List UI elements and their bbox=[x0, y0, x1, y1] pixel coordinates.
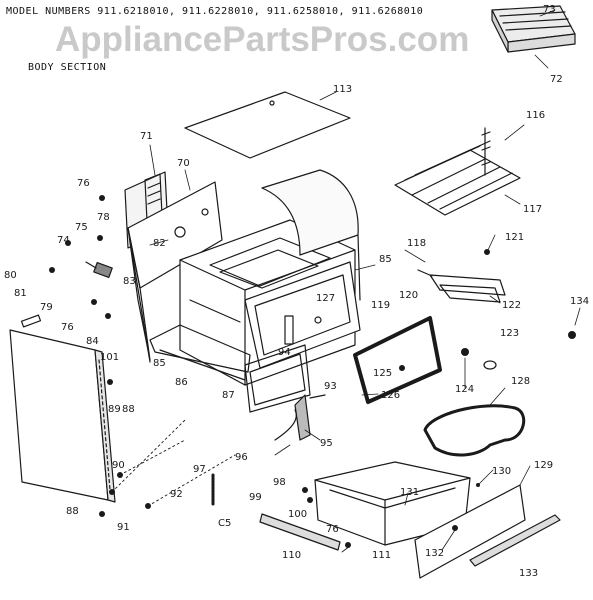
callout-88a: 88 bbox=[122, 404, 135, 415]
callout-116: 116 bbox=[526, 110, 545, 121]
part-130-storage-drawer bbox=[314, 461, 471, 546]
part-81-clip bbox=[20, 314, 42, 328]
part-129-drawer-front bbox=[414, 484, 526, 579]
callout-127: 127 bbox=[316, 293, 335, 304]
leader-lines bbox=[111, 419, 236, 507]
callout-78: 78 bbox=[97, 212, 110, 223]
part-110-drawer-slide bbox=[259, 513, 341, 551]
callout-85a: 85 bbox=[379, 254, 392, 265]
callout-117: 117 bbox=[523, 204, 542, 215]
callout-120: 120 bbox=[399, 290, 418, 301]
callout-76c: 76 bbox=[326, 524, 339, 535]
callout-111: 111 bbox=[372, 550, 391, 561]
callout-128: 128 bbox=[511, 376, 530, 387]
callout-82: 82 bbox=[153, 238, 166, 249]
part-133-drawer-slide bbox=[469, 514, 561, 567]
callout-89: 89 bbox=[108, 404, 121, 415]
part-83-latch bbox=[93, 261, 113, 279]
callout-85b: 85 bbox=[153, 358, 166, 369]
screws bbox=[49, 195, 576, 548]
callout-93: 93 bbox=[324, 381, 337, 392]
callout-110: 110 bbox=[282, 550, 301, 561]
callout-118: 118 bbox=[407, 238, 426, 249]
callout-100: 100 bbox=[288, 509, 307, 520]
part-113-top-panel bbox=[184, 91, 351, 159]
callout-76a: 76 bbox=[77, 178, 90, 189]
callout-C5: C5 bbox=[218, 518, 231, 529]
callout-74: 74 bbox=[57, 235, 70, 246]
callout-81: 81 bbox=[14, 288, 27, 299]
callout-71: 71 bbox=[140, 131, 153, 142]
callout-76b: 76 bbox=[61, 322, 74, 333]
callout-132: 132 bbox=[425, 548, 444, 559]
callout-121: 121 bbox=[505, 232, 524, 243]
callout-87: 87 bbox=[222, 390, 235, 401]
callout-80: 80 bbox=[4, 270, 17, 281]
callout-129: 129 bbox=[534, 460, 553, 471]
part-122-bake-element bbox=[417, 269, 506, 303]
callout-79: 79 bbox=[40, 302, 53, 313]
callout-88b: 88 bbox=[66, 506, 79, 517]
callout-96: 96 bbox=[235, 452, 248, 463]
part-120-door-gasket bbox=[353, 316, 442, 404]
part-128-broil-element bbox=[423, 404, 526, 457]
callout-97: 97 bbox=[193, 464, 206, 475]
watermark: AppliancePartsPros.com bbox=[55, 20, 470, 59]
callout-90: 90 bbox=[112, 460, 125, 471]
part-95-terminal-block bbox=[294, 394, 311, 441]
callout-70: 70 bbox=[177, 158, 190, 169]
callout-113: 113 bbox=[333, 84, 352, 95]
part-123-knob bbox=[483, 360, 497, 370]
callout-84: 84 bbox=[86, 336, 99, 347]
callout-75: 75 bbox=[75, 222, 88, 233]
callout-73: 73 bbox=[543, 4, 556, 15]
callout-91: 91 bbox=[117, 522, 130, 533]
callout-130: 130 bbox=[492, 466, 511, 477]
callout-99: 99 bbox=[249, 492, 262, 503]
callout-95: 95 bbox=[320, 438, 333, 449]
callout-labels: 113 73 72 116 117 71 70 76 78 82 75 74 8… bbox=[4, 4, 589, 579]
callout-83: 83 bbox=[123, 276, 136, 287]
callout-98: 98 bbox=[273, 477, 286, 488]
callout-leaders bbox=[149, 9, 581, 553]
part-119-front-frame bbox=[244, 261, 361, 369]
callout-122: 122 bbox=[502, 300, 521, 311]
callout-124: 124 bbox=[455, 384, 474, 395]
callout-101: 101 bbox=[100, 352, 119, 363]
part-116-bracket bbox=[481, 127, 491, 176]
part-84-oven-door bbox=[9, 329, 116, 503]
part-96-wire-harness bbox=[274, 409, 297, 441]
part-117-oven-rack bbox=[394, 140, 521, 216]
callout-92: 92 bbox=[170, 489, 183, 500]
callout-123: 123 bbox=[500, 328, 519, 339]
callout-134: 134 bbox=[570, 296, 589, 307]
callout-133: 133 bbox=[519, 568, 538, 579]
callout-131: 131 bbox=[400, 487, 419, 498]
callout-125: 125 bbox=[373, 368, 392, 379]
callout-126: 126 bbox=[381, 390, 400, 401]
callout-86: 86 bbox=[175, 377, 188, 388]
section-title: BODY SECTION bbox=[28, 62, 107, 73]
part-94-sensor bbox=[284, 315, 294, 345]
callout-94: 94 bbox=[278, 347, 291, 358]
part-87-door-frame bbox=[244, 344, 311, 413]
callout-119: 119 bbox=[371, 300, 390, 311]
model-numbers-header: MODEL NUMBERS 911.6218010, 911.6228010, … bbox=[6, 6, 424, 17]
callout-72: 72 bbox=[550, 74, 563, 85]
part-73-grille bbox=[491, 5, 576, 53]
